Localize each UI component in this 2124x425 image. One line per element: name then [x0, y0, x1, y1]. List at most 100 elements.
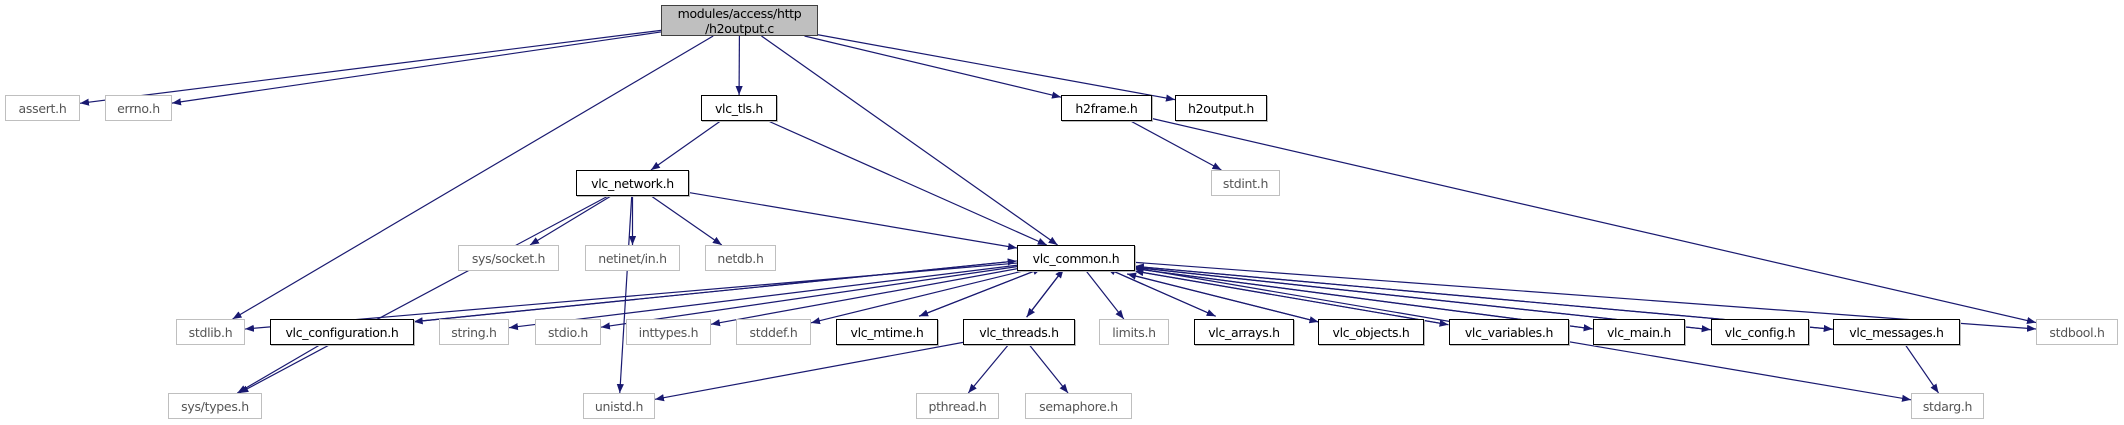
node-label: vlc_common.h	[1032, 250, 1120, 266]
node-limits[interactable]: limits.h	[1099, 319, 1169, 345]
node-vlc-tls[interactable]: vlc_tls.h	[701, 95, 777, 121]
node-sys-types[interactable]: sys/types.h	[168, 393, 262, 419]
node-vlc-objects[interactable]: vlc_objects.h	[1318, 319, 1424, 345]
edge-vlc-common-to-limits	[1085, 270, 1125, 320]
node-sys-socket[interactable]: sys/socket.h	[458, 245, 559, 271]
node-vlc-arrays[interactable]: vlc_arrays.h	[1194, 319, 1294, 345]
edge-vlc-messages-to-vlc-common	[1134, 263, 1833, 330]
node-vlc-configuration[interactable]: vlc_configuration.h	[270, 319, 414, 345]
node-label: modules/access/http /h2output.c	[677, 5, 802, 36]
node-label: vlc_mtime.h	[850, 324, 924, 340]
node-vlc-common[interactable]: vlc_common.h	[1017, 245, 1135, 271]
edge-vlc-configuration-to-vlc-common	[413, 258, 1017, 323]
node-label: errno.h	[117, 100, 160, 116]
node-label: vlc_arrays.h	[1208, 324, 1280, 340]
node-label: stdint.h	[1222, 175, 1269, 191]
edge-main-to-h2frame	[804, 35, 1062, 99]
edge-vlc-network-to-sys-socket	[529, 195, 612, 246]
node-vlc-mtime[interactable]: vlc_mtime.h	[836, 319, 938, 345]
edge-vlc-tls-to-vlc-network	[650, 120, 721, 171]
node-label: netdb.h	[717, 250, 764, 266]
node-netdb[interactable]: netdb.h	[705, 245, 776, 271]
edge-vlc-messages-to-stdarg	[1904, 344, 1940, 394]
node-netinet-in[interactable]: netinet/in.h	[585, 245, 680, 271]
node-stddef[interactable]: stddef.h	[736, 319, 811, 345]
node-vlc-network[interactable]: vlc_network.h	[576, 170, 689, 196]
node-label: sys/socket.h	[471, 250, 546, 266]
node-stdio[interactable]: stdio.h	[535, 319, 601, 345]
node-label: netinet/in.h	[598, 250, 667, 266]
edge-vlc-common-to-stdbool	[1134, 261, 2037, 332]
edge-vlc-common-to-stdio	[600, 266, 1018, 330]
edge-vlc-tls-to-vlc-common	[767, 120, 1048, 246]
node-label: vlc_configuration.h	[285, 324, 399, 340]
node-label: h2frame.h	[1075, 100, 1138, 116]
node-stdlib[interactable]: stdlib.h	[176, 319, 245, 345]
node-label: vlc_network.h	[591, 175, 674, 191]
edge-main-to-errno	[171, 31, 662, 106]
edge-main-to-assert	[79, 29, 662, 106]
node-label: sys/types.h	[181, 398, 249, 414]
node-inttypes[interactable]: inttypes.h	[626, 319, 711, 345]
node-label: pthread.h	[928, 398, 987, 414]
node-label: stdbool.h	[2049, 324, 2105, 340]
node-vlc-config[interactable]: vlc_config.h	[1711, 319, 1809, 345]
node-vlc-threads[interactable]: vlc_threads.h	[963, 319, 1075, 345]
node-label: stddef.h	[749, 324, 798, 340]
node-h2frame[interactable]: h2frame.h	[1061, 95, 1152, 121]
node-label: inttypes.h	[638, 324, 699, 340]
node-h2output[interactable]: h2output.h	[1175, 95, 1267, 121]
edge-vlc-threads-to-semaphore	[1028, 344, 1069, 394]
node-pthread[interactable]: pthread.h	[916, 393, 999, 419]
edge-vlc-configuration-to-sys-types	[237, 344, 320, 394]
edge-vlc-network-to-sys-types	[239, 195, 609, 394]
node-label: vlc_messages.h	[1849, 324, 1944, 340]
node-vlc-messages[interactable]: vlc_messages.h	[1833, 319, 1960, 345]
node-vlc-variables[interactable]: vlc_variables.h	[1449, 319, 1569, 345]
node-label: semaphore.h	[1039, 398, 1118, 414]
node-label: vlc_main.h	[1606, 324, 1672, 340]
edge-vlc-variables-to-vlc-common	[1134, 269, 1449, 326]
edge-vlc-network-to-netdb	[650, 195, 723, 246]
edge-vlc-network-to-vlc-common	[688, 191, 1018, 251]
node-label: stdarg.h	[1922, 398, 1973, 414]
node-main[interactable]: modules/access/http /h2output.c	[661, 5, 818, 36]
edge-h2frame-to-stdbool	[1151, 117, 2037, 325]
node-label: h2output.h	[1187, 100, 1254, 116]
edge-main-to-h2output	[817, 34, 1176, 102]
node-label: vlc_variables.h	[1464, 324, 1554, 340]
edge-vlc-network-to-unistd	[616, 195, 633, 394]
node-stdint[interactable]: stdint.h	[1211, 170, 1280, 196]
node-stdbool[interactable]: stdbool.h	[2036, 319, 2118, 345]
node-label: string.h	[451, 324, 497, 340]
node-assert[interactable]: assert.h	[5, 95, 80, 121]
edge-vlc-mtime-to-vlc-common	[918, 267, 1042, 317]
edge-vlc-threads-to-pthread	[967, 344, 1009, 394]
node-errno[interactable]: errno.h	[105, 95, 172, 121]
node-stdarg[interactable]: stdarg.h	[1911, 393, 1984, 419]
node-vlc-main[interactable]: vlc_main.h	[1593, 319, 1685, 345]
node-semaphore[interactable]: semaphore.h	[1025, 393, 1132, 419]
edge-vlc-arrays-to-vlc-common	[1106, 267, 1216, 317]
edge-vlc-common-to-inttypes	[710, 268, 1018, 327]
node-label: vlc_config.h	[1724, 324, 1796, 340]
node-label: stdlib.h	[188, 324, 233, 340]
node-label: vlc_tls.h	[714, 100, 764, 116]
edge-vlc-threads-to-vlc-common	[1026, 268, 1065, 318]
edge-h2frame-to-stdint	[1130, 120, 1222, 171]
node-label: stdio.h	[547, 324, 589, 340]
edge-main-to-stdlib	[232, 35, 714, 320]
edge-vlc-threads-to-unistd	[654, 341, 964, 402]
edge-vlc-main-to-vlc-common	[1134, 266, 1593, 330]
edge-vlc-common-to-string	[508, 264, 1018, 331]
node-string[interactable]: string.h	[439, 319, 509, 345]
edge-main-to-vlc-common	[761, 35, 1058, 246]
node-label: limits.h	[1112, 324, 1156, 340]
edge-vlc-objects-to-vlc-common	[1126, 272, 1319, 323]
node-label: vlc_threads.h	[979, 324, 1059, 340]
edge-vlc-common-to-stddef	[810, 270, 1024, 325]
node-unistd[interactable]: unistd.h	[583, 393, 655, 419]
node-label: unistd.h	[594, 398, 644, 414]
node-label: assert.h	[18, 100, 67, 116]
